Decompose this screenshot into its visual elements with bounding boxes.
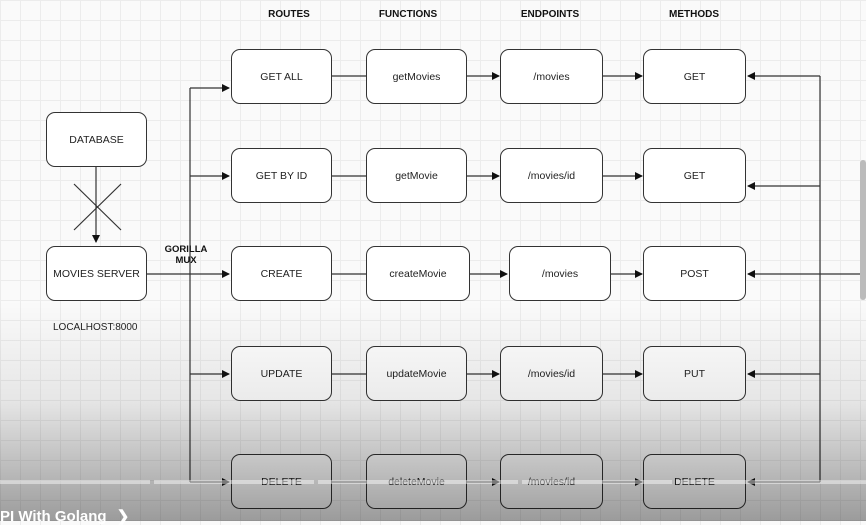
route-box-update: UPDATE [231,346,332,401]
header-endpoints: ENDPOINTS [520,9,580,20]
method-label: POST [680,267,709,280]
header-functions: FUNCTIONS [378,9,438,20]
method-label: GET [683,70,706,83]
cross-line-2 [73,183,122,231]
endpoint-box-movies: /movies [500,49,603,104]
endpoint-label: /movies [541,267,579,280]
function-label: getMovie [395,169,438,182]
endpoint-box-movies-id: /movies/id [500,148,603,203]
function-label: deleteMovie [388,475,445,488]
method-box-put: PUT [643,346,746,401]
method-box-get: GET [643,148,746,203]
endpoint-label: /movies/id [527,367,576,380]
bus-to-routes-arrows [190,84,230,486]
method-box-get: GET [643,49,746,104]
chevron-right-icon: ❯ [116,508,130,525]
header-methods: METHODS [669,9,719,20]
video-title-link[interactable]: PI With Golang ❯ [0,509,129,525]
movies-server-label: MOVIES SERVER [53,267,140,280]
route-label: GET BY ID [255,169,308,182]
localhost-label: LOCALHOST:8000 [53,322,138,333]
endpoint-box-movies: /movies [509,246,611,301]
function-box-getmovie: getMovie [366,148,467,203]
method-box-post: POST [643,246,746,301]
function-label: updateMovie [386,367,447,380]
route-label: CREATE [260,267,303,280]
method-label: GET [683,169,706,182]
route-to-function-lines [331,75,366,483]
function-to-endpoint-arrows [466,72,508,486]
route-label: DELETE [261,475,302,488]
database-box: DATABASE [46,112,147,167]
method-label: DELETE [674,475,715,488]
function-label: createMovie [389,267,447,280]
route-box-delete: DELETE [231,454,332,509]
gorilla-mux-label: GORILLA MUX [160,244,212,266]
method-label: PUT [684,367,705,380]
endpoint-label: /movies/id [527,169,576,182]
endpoint-to-method-arrows [602,72,643,486]
bus-to-methods-arrows [747,72,820,486]
scrollbar-thumb[interactable] [860,160,866,300]
function-box-getmovies: getMovies [366,49,467,104]
movies-server-box: MOVIES SERVER [46,246,147,301]
function-label: getMovies [392,70,441,83]
route-box-get-all: GET ALL [231,49,332,104]
header-routes: ROUTES [268,9,310,20]
function-box-updatemovie: updateMovie [366,346,467,401]
route-label: UPDATE [260,367,303,380]
method-box-delete: DELETE [643,454,746,509]
endpoint-box-movies-id: /movies/id [500,454,603,509]
endpoint-box-movies-id: /movies/id [500,346,603,401]
database-label: DATABASE [69,133,124,146]
route-box-create: CREATE [231,246,332,301]
route-box-get-by-id: GET BY ID [231,148,332,203]
endpoint-label: /movies [533,70,570,83]
video-title-text: PI With Golang [0,508,107,525]
function-box-createmovie: createMovie [366,246,470,301]
mux-text: MUX [175,255,197,266]
route-label: GET ALL [260,70,303,83]
function-box-deletemovie: deleteMovie [366,454,467,509]
gorilla-text: GORILLA [164,244,208,255]
endpoint-label: /movies/id [527,475,576,488]
